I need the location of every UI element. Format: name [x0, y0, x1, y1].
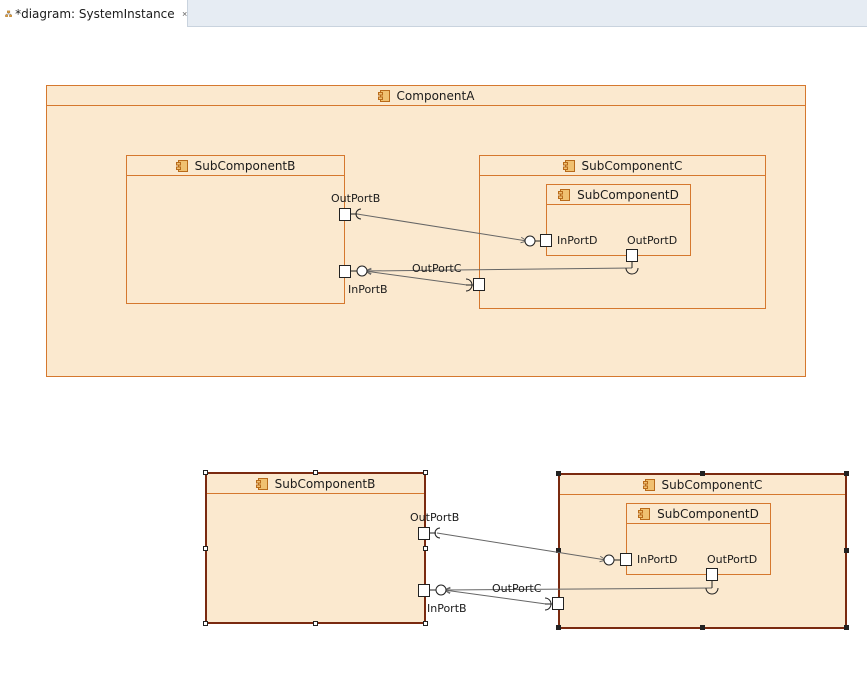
- bottom-subcomponent-d-header: SubComponentD: [627, 504, 770, 524]
- top-connections: [351, 208, 639, 292]
- bottom-outportd-label: OutPortD: [707, 553, 758, 566]
- component-icon: [562, 159, 575, 172]
- top-subcomponent-d-box[interactable]: SubComponentD: [546, 184, 691, 256]
- top-inportd-port[interactable]: [540, 234, 552, 247]
- bottom-inportb-port[interactable]: [418, 584, 430, 597]
- wire-outportd-to-inportb: [365, 267, 633, 271]
- component-icon: [255, 477, 268, 490]
- wire-outportb-to-inportd: [356, 213, 527, 241]
- component-icon: [175, 159, 188, 172]
- bottom-subcomponent-d-title: SubComponentD: [657, 506, 759, 521]
- resize-handle[interactable]: [423, 546, 428, 551]
- top-outportb-port[interactable]: [339, 208, 351, 221]
- top-inportb-port[interactable]: [339, 265, 351, 278]
- ball-inportb: [435, 584, 447, 596]
- diagram-icon: [5, 10, 12, 17]
- component-icon: [377, 89, 390, 102]
- ball-inportd: [603, 554, 615, 566]
- top-subcomponent-c-header: SubComponentC: [480, 156, 765, 176]
- bottom-inportb-label: InPortB: [427, 602, 467, 615]
- resize-handle[interactable]: [556, 625, 561, 630]
- resize-handle[interactable]: [556, 471, 561, 476]
- resize-handle[interactable]: [423, 470, 428, 475]
- component-icon: [558, 188, 571, 201]
- bottom-outportb-label: OutPortB: [410, 511, 460, 524]
- component-a-title: ComponentA: [396, 88, 475, 103]
- component-a-header: ComponentA: [47, 86, 805, 106]
- diagram-canvas[interactable]: ComponentA SubComponentB SubComponentC: [0, 27, 867, 695]
- bottom-outportc-label: OutPortC: [492, 582, 542, 595]
- top-subcomponent-b-box[interactable]: SubComponentB: [126, 155, 345, 304]
- bottom-subcomponent-c-title: SubComponentC: [661, 477, 763, 492]
- resize-handle[interactable]: [700, 625, 705, 630]
- bottom-subcomponent-b-header: SubComponentB: [207, 474, 424, 494]
- top-outportd-label: OutPortD: [627, 234, 678, 247]
- bottom-subcomponent-b-title: SubComponentB: [274, 476, 376, 491]
- resize-handle[interactable]: [313, 621, 318, 626]
- tab-diagram-system-instance[interactable]: *diagram: SystemInstance: [0, 0, 188, 27]
- resize-handle[interactable]: [423, 621, 428, 626]
- bottom-inportd-port[interactable]: [620, 553, 632, 566]
- resize-handle[interactable]: [203, 621, 208, 626]
- top-subcomponent-b-title: SubComponentB: [194, 158, 296, 173]
- top-inportb-label: InPortB: [348, 283, 388, 296]
- wire-outportd-to-inportb: [444, 588, 713, 590]
- top-outportb-label: OutPortB: [331, 192, 381, 205]
- top-outportd-port[interactable]: [626, 249, 638, 262]
- bottom-inportd-label: InPortD: [637, 553, 678, 566]
- top-outportc-port[interactable]: [473, 278, 485, 291]
- top-subcomponent-d-title: SubComponentD: [577, 187, 679, 202]
- bottom-connections: [430, 527, 719, 611]
- resize-handle[interactable]: [203, 470, 208, 475]
- bottom-subcomponent-c-header: SubComponentC: [560, 475, 845, 495]
- bottom-outportc-port[interactable]: [552, 597, 564, 610]
- bottom-outportb-port[interactable]: [418, 527, 430, 540]
- resize-handle[interactable]: [203, 546, 208, 551]
- wire-outportc-to-inportb: [444, 590, 547, 605]
- wire-outportc-to-inportb: [365, 271, 468, 286]
- resize-handle[interactable]: [844, 471, 849, 476]
- component-icon: [642, 478, 655, 491]
- editor-tab-bar: *diagram: SystemInstance: [0, 0, 867, 27]
- top-outportc-label: OutPortC: [412, 262, 462, 275]
- wire-outportb-to-inportd: [436, 532, 606, 560]
- resize-handle[interactable]: [700, 471, 705, 476]
- top-subcomponent-b-header: SubComponentB: [127, 156, 344, 176]
- top-inportd-label: InPortD: [557, 234, 598, 247]
- resize-handle[interactable]: [844, 625, 849, 630]
- bottom-outportd-port[interactable]: [706, 568, 718, 581]
- close-icon[interactable]: [182, 8, 187, 20]
- resize-handle[interactable]: [313, 470, 318, 475]
- top-subcomponent-d-header: SubComponentD: [547, 185, 690, 205]
- resize-handle[interactable]: [844, 548, 849, 553]
- tab-title: *diagram: SystemInstance: [15, 6, 175, 21]
- socket-outportd: [625, 267, 639, 275]
- socket-outportd: [705, 587, 719, 595]
- bottom-subcomponent-d-box[interactable]: SubComponentD: [626, 503, 771, 575]
- component-icon: [638, 507, 651, 520]
- top-subcomponent-c-title: SubComponentC: [581, 158, 683, 173]
